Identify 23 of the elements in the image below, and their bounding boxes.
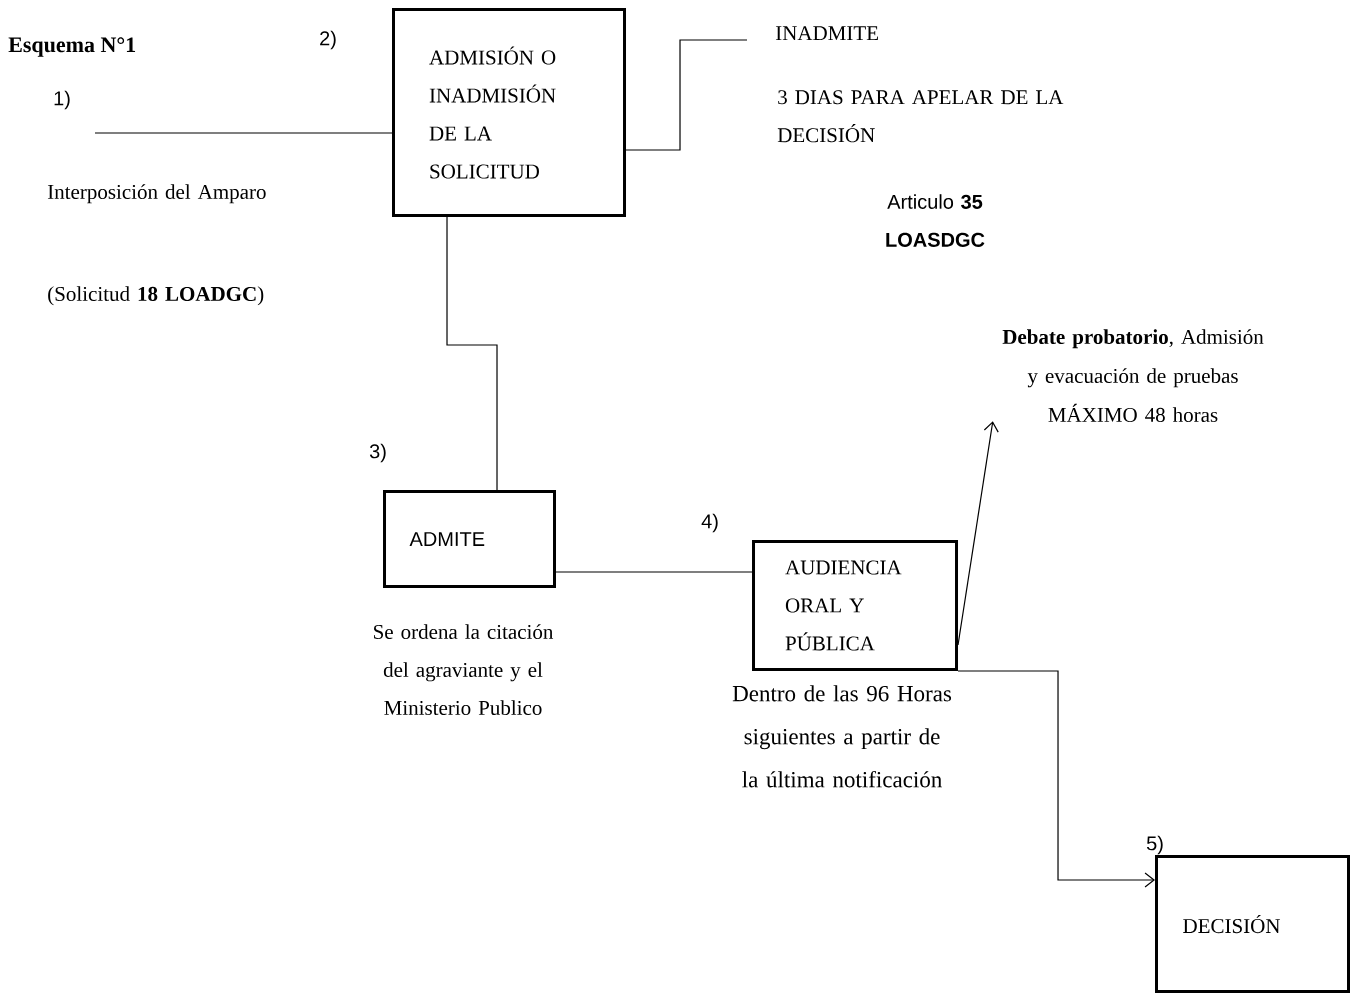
note-text: Articulo 35 LOASDGC: [886, 194, 985, 247]
step-number: 5): [1146, 835, 1163, 855]
step-text: Interposición del Amparo (Solicitud 18 LOADGC): [47, 184, 266, 306]
note-text: 3 DIAS PARA APELAR DE LA DECISIÓN: [777, 90, 1064, 143]
step-text: Debate probatorio, Admisión y evacuación de pruebas MÁXIMO 48 horas: [1002, 329, 1264, 422]
connector-line: [94, 132, 393, 134]
note-text: Se ordena la citación del agraviante y el Ministerio Publico: [374, 624, 554, 715]
connector-line: [625, 39, 748, 151]
step-number: 3): [369, 443, 386, 463]
connector-line: [555, 571, 753, 573]
process-box: DECISIÓN: [1155, 855, 1350, 993]
step-number: 2): [320, 30, 336, 50]
process-box: ADMITE: [383, 490, 556, 588]
connector-line: [957, 421, 999, 646]
connector-line: [446, 216, 498, 491]
note-text: Dentro de las 96 Horas siguientes a partir de la última notificación: [732, 685, 952, 788]
title: Esquema N°1: [8, 37, 136, 57]
connector-line: [957, 670, 1155, 888]
step-text: INADMITE: [775, 26, 878, 41]
step-number: 4): [701, 513, 718, 533]
process-box: AUDIENCIA ORAL Y PÚBLICA: [752, 540, 958, 671]
process-box: ADMISIÓN O INADMISIÓN DE LA SOLICITUD: [392, 8, 626, 217]
step-number: 1): [54, 90, 70, 110]
